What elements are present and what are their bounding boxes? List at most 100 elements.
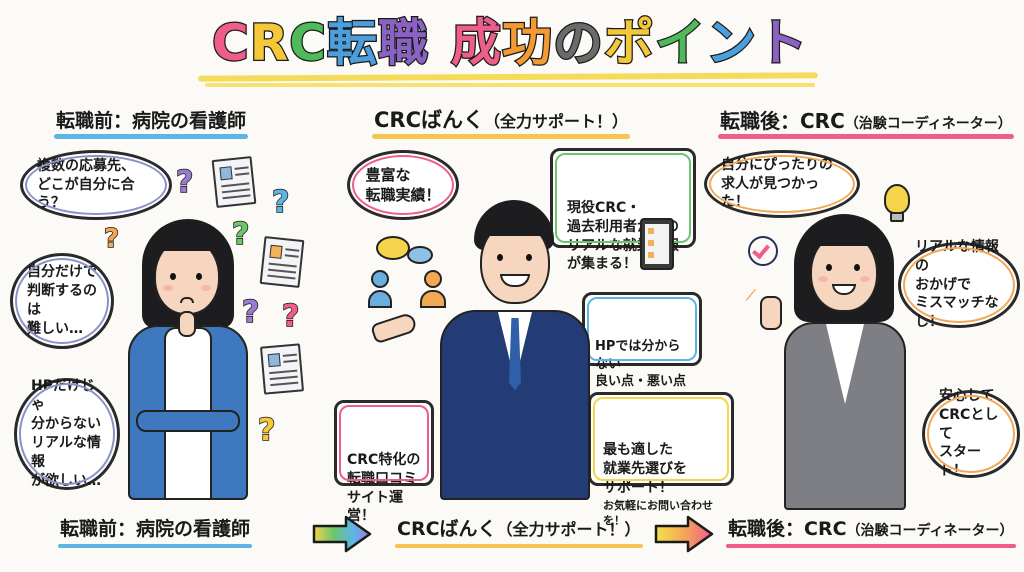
nurse-cheek [201, 285, 211, 291]
advisor-eye-right [526, 254, 532, 261]
flow-arrow-1-icon [312, 515, 372, 553]
resume-document-icon [259, 236, 305, 288]
nurse-illustration [128, 215, 248, 505]
speech-bubble-multiple-applications: 複数の応募先、 どこが自分に合う？ [20, 150, 172, 220]
heading-after-sub: （治験コーディネーター） [844, 116, 1012, 132]
title-char: 功 [501, 14, 554, 72]
title-char: R [248, 14, 290, 72]
resume-photo [219, 166, 233, 181]
title-char: 成 [450, 14, 503, 72]
speech-bubble-review-site: CRC特化の 転職口コミ サイト運営！ [334, 400, 434, 524]
title-char: C [288, 14, 327, 72]
flow-step-after-underline [726, 544, 1016, 548]
flow-step-before-underline [58, 544, 253, 548]
bubble-text: HPだけじゃ 分からない リアルな情報 が欲しい… [31, 378, 101, 489]
nurse-bangs [154, 225, 220, 251]
title-char: の [552, 14, 605, 72]
heading-support-underline [372, 134, 631, 139]
advisor-eye-left [497, 254, 503, 261]
bubble-text: 最も適した 就業先選びを サポート！ [603, 441, 687, 496]
checkmark-icon [748, 236, 778, 266]
title-char: ト [756, 14, 809, 72]
heading-before: 転職前：病院の看護師 [54, 110, 249, 139]
speech-bubble-hard-to-judge: 自分だけで 判断するのは 難しい… [10, 253, 114, 349]
speech-bubble-no-mismatch: リアルな情報の おかげで ミスマッチなし！ [898, 239, 1020, 330]
heading-support-main: CRCばんく [374, 108, 484, 132]
thumbs-up-hand [760, 296, 782, 330]
bubble-text: 豊富な 転職実績！ [365, 165, 441, 204]
resume-photo [269, 244, 283, 259]
heading-after-underline [718, 134, 1014, 139]
heading-support: CRCばんく（全力サポート！） [372, 108, 631, 139]
flow-step-support-underline [395, 544, 643, 548]
bubble-text: 安心して CRCとして スタート！ [939, 387, 999, 480]
title-char: 転 [326, 14, 379, 72]
speech-bubble-best-workplace: 最も適した 就業先選びを サポート！ お気軽にお問い合わせを！ [588, 392, 734, 527]
title-char: ポ [603, 14, 656, 72]
nurse-frown [180, 297, 194, 303]
crc-bangs [810, 222, 878, 246]
resume-document-icon [211, 156, 257, 208]
chat-bubble-icon [376, 236, 410, 260]
tablet-icon [640, 218, 674, 270]
advisor-bangs [480, 214, 550, 236]
lightbulb-base [890, 212, 904, 222]
advisor-tie [509, 318, 521, 390]
bubble-ring [339, 405, 429, 481]
question-mark-icon: ? [241, 295, 260, 330]
speech-bubble-found-job: 自分にぴったりの 求人が見つかった！ [704, 150, 860, 218]
resume-photo [267, 353, 281, 368]
flow-step-support-main: CRCばんく [397, 518, 497, 540]
resume-document-icon [259, 343, 305, 395]
crc-eye-left [826, 264, 832, 271]
advisor-open-hand [369, 311, 419, 345]
person-listening-icon [420, 270, 446, 312]
nurse-hand-chin [178, 311, 196, 337]
flow-step-before: 転職前：病院の看護師 [58, 518, 253, 548]
flow-arrow-2-icon [654, 515, 714, 553]
flow-step-before-text: 転職前：病院の看護師 [60, 518, 251, 540]
bubble-text: 自分にぴったりの 求人が見つかった！ [721, 156, 833, 211]
crc-suit [784, 322, 906, 510]
nurse-cheek [163, 285, 173, 291]
heading-support-sub: （全力サポート！） [484, 112, 629, 131]
title-char: C [211, 14, 250, 72]
title-char: 職 [377, 14, 430, 72]
sparkle-lines: ⟋ [746, 288, 756, 304]
nurse-crossed-arm [136, 410, 240, 432]
heading-before-underline [54, 134, 249, 139]
bubble-text: 自分だけで 判断するのは 難しい… [27, 264, 97, 337]
flow-step-support-sub: （全力サポート！） [496, 520, 641, 539]
heading-before-text: 転職前：病院の看護師 [56, 110, 247, 132]
nurse-eye-left [170, 273, 176, 280]
question-mark-icon: ? [231, 217, 250, 252]
nurse-eye-right [196, 273, 202, 280]
flow-step-after: 転職後：CRC（治験コーディネーター） [726, 518, 1016, 548]
heading-after: 転職後：CRC（治験コーディネーター） [718, 109, 1014, 139]
flow-step-support: CRCばんく（全力サポート！） [395, 518, 643, 548]
advisor-illustration [440, 200, 590, 500]
person-speaking-icon [368, 270, 392, 312]
question-mark-icon: ? [281, 299, 300, 334]
question-mark-icon: ? [257, 413, 276, 448]
bubble-text: 複数の応募先、 どこが自分に合う？ [37, 157, 135, 212]
question-mark-icon: ? [103, 224, 120, 254]
bubble-text: CRC特化の 転職口コミ サイト運営！ [347, 451, 421, 525]
title-char: イ [654, 14, 707, 72]
chat-dots-icon [407, 246, 433, 264]
question-mark-icon: ? [175, 165, 194, 200]
title-char: ン [705, 14, 758, 72]
heading-after-main: 転職後：CRC [720, 109, 845, 133]
flow-step-after-main: 転職後：CRC [728, 518, 847, 540]
question-mark-icon: ? [271, 185, 290, 220]
speech-bubble-pros-cons: HPでは分からない 良い点・悪い点を 把握！ [582, 292, 702, 424]
bubble-text: リアルな情報の おかげで ミスマッチなし！ [915, 238, 999, 331]
title-underline-2 [205, 83, 815, 87]
speech-bubble-start-as-crc: 安心して CRCとして スタート！ [922, 387, 1020, 480]
speech-bubble-want-real-info: HPだけじゃ 分からない リアルな情報 が欲しい… [14, 378, 120, 490]
bubble-note: お気軽にお問い合わせを！ [603, 499, 713, 528]
flow-step-after-sub: （治験コーディネーター） [846, 523, 1014, 539]
crc-eye-right [854, 264, 860, 271]
crc-woman-illustration [780, 210, 910, 510]
